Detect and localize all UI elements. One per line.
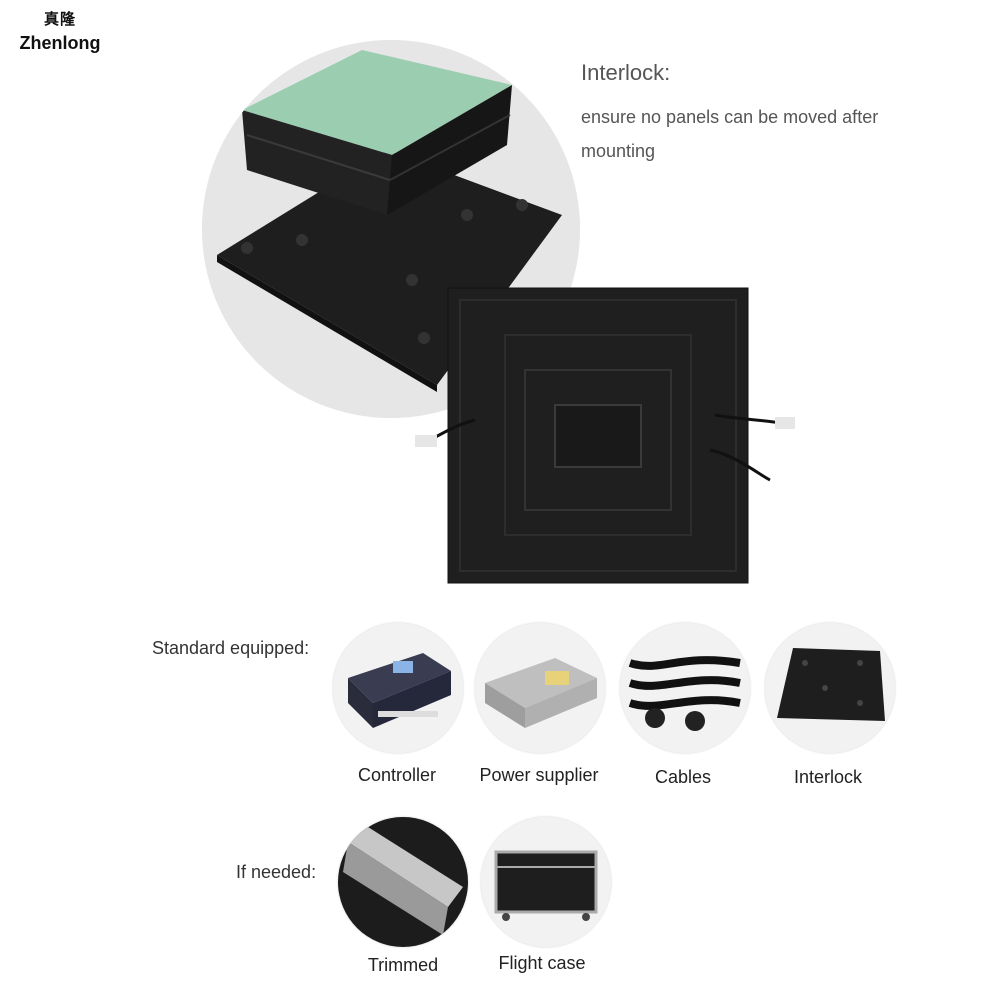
brand-name-en: Zhenlong xyxy=(19,33,101,53)
standard-item-label: Controller xyxy=(357,765,437,785)
trim-profile-icon xyxy=(338,817,468,947)
optional-item-label: Trimmed xyxy=(367,955,439,975)
optional-label: If needed: xyxy=(236,862,317,882)
controller-icon xyxy=(333,623,463,753)
interlock-detail-photo xyxy=(202,40,580,418)
standard-item-label: Power supplier xyxy=(479,765,599,785)
interlock-plate-icon xyxy=(765,623,895,753)
feature-title: Interlock: xyxy=(581,60,671,85)
panel-back-photo xyxy=(415,285,797,585)
optional-item-label: Flight case xyxy=(498,953,586,973)
power-supply-icon xyxy=(475,623,605,753)
standard-item-label: Cables xyxy=(654,767,712,787)
brand-logo: 真隆 Zhenlong xyxy=(10,8,110,54)
feature-description: ensure no panels can be moved after moun… xyxy=(581,107,879,161)
standard-label: Standard equipped: xyxy=(152,638,310,658)
standard-item-label: Interlock xyxy=(793,767,863,787)
cables-icon xyxy=(620,623,750,753)
flight-case-icon xyxy=(481,817,611,947)
brand-name-cn: 真隆 xyxy=(43,11,76,28)
